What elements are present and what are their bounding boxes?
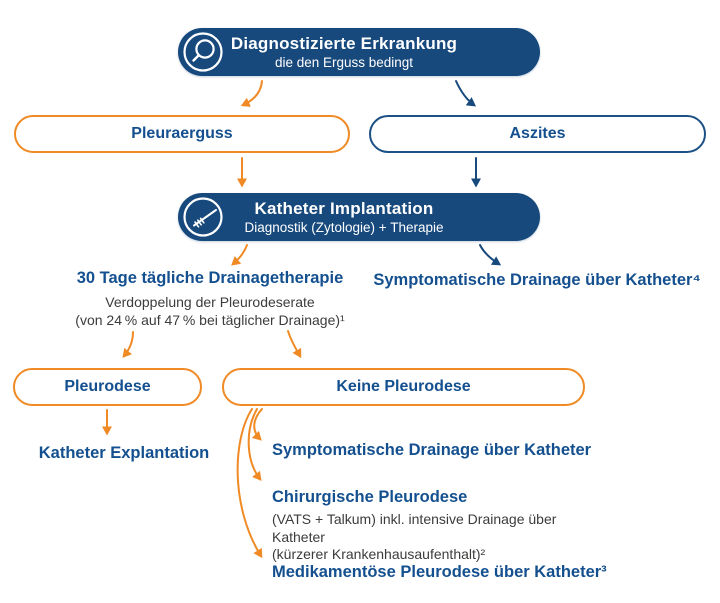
catheter-icon <box>183 197 223 237</box>
arrow-keine-to-medikamentoese <box>236 408 263 559</box>
node-pleurodese: Pleurodese <box>13 368 202 406</box>
heading-symptomatische-drainage-4: Symptomatische Drainage über Katheter⁴ <box>373 271 701 289</box>
heading-medikamentoese-pleurodese: Medikamentöse Pleurodese über Katheter³ <box>272 563 607 581</box>
heading-drainagetherapie: 30 Tage tägliche Drainagetherapie <box>76 269 344 287</box>
note-chirurgische-line1: (VATS + Talkum) inkl. intensive Drainage… <box>272 511 557 545</box>
note-chirurgische-line2: (kürzerer Krankenhausaufenthalt)² <box>272 546 486 562</box>
arrow-to-pleurodese <box>122 331 134 358</box>
pleurodese-label: Pleurodese <box>64 378 151 395</box>
arrow-implantation-to-drainagetherapie <box>231 244 248 266</box>
node-katheter-implantation: Katheter Implantation Diagnostik (Zytolo… <box>178 193 540 241</box>
node-diagnosed-disease: Diagnostizierte Erkrankung die den Ergus… <box>178 28 540 76</box>
arrow-diagnosis-to-pleuraerguss <box>240 80 263 107</box>
diagnosis-title: Diagnostizierte Erkrankung <box>230 33 458 53</box>
aszites-label: Aszites <box>509 125 566 142</box>
arrow-keine-to-symptomatische <box>251 408 263 441</box>
arrow-diagnosis-to-aszites <box>455 80 477 107</box>
heading-katheter-explantation: Katheter Explantation <box>38 444 210 462</box>
implantation-title: Katheter Implantation <box>254 198 434 218</box>
note-drainagetherapie: Verdoppelung der Pleurodeserate (von 24 … <box>40 294 380 329</box>
pleuraerguss-label: Pleuraerguss <box>131 125 233 142</box>
arrow-keine-to-chirurgische <box>247 408 262 481</box>
diagnosis-subtitle: die den Erguss bedingt <box>274 54 414 70</box>
note-drainagetherapie-line2: (von 24 % auf 47 % bei täglicher Drainag… <box>75 311 345 328</box>
heading-chirurgische-pleurodese: Chirurgische Pleurodese <box>272 488 468 506</box>
note-drainagetherapie-line1: Verdoppelung der Pleurodeserate <box>105 294 315 310</box>
node-aszites: Aszites <box>369 115 706 153</box>
implantation-subtitle: Diagnostik (Zytologie) + Therapie <box>244 219 444 235</box>
arrow-implantation-to-symptomatische4 <box>479 244 502 266</box>
node-pleuraerguss: Pleuraerguss <box>14 115 350 153</box>
keine-pleurodese-label: Keine Pleurodese <box>336 378 471 395</box>
arrow-to-keine-pleurodese <box>287 330 302 359</box>
heading-symptomatische-drainage: Symptomatische Drainage über Katheter <box>272 441 592 459</box>
note-chirurgische-pleurodese: (VATS + Talkum) inkl. intensive Drainage… <box>272 511 602 564</box>
magnifier-icon <box>183 32 223 72</box>
node-keine-pleurodese: Keine Pleurodese <box>222 368 585 406</box>
